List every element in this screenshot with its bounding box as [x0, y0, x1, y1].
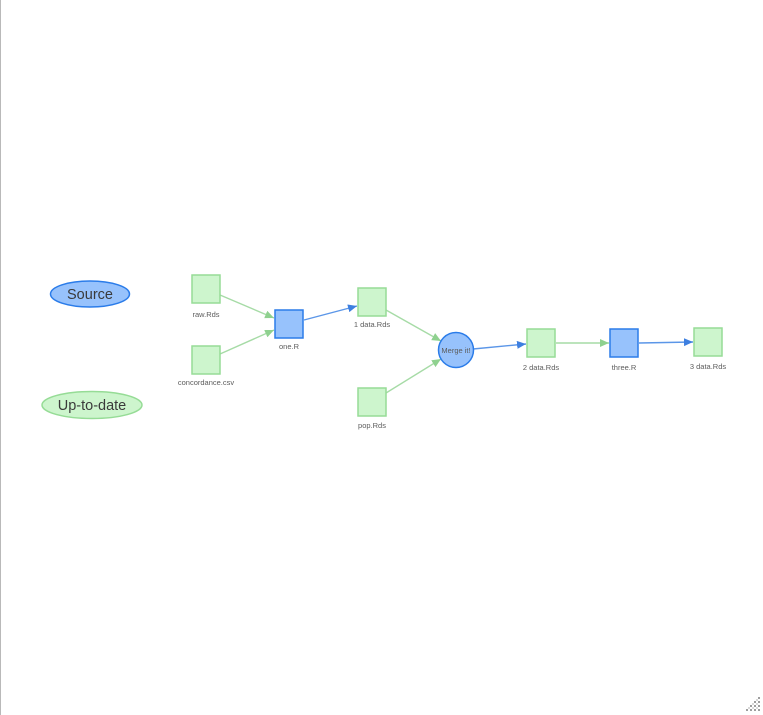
resize-grip-icon [746, 697, 760, 711]
edge-pop-rds-to-merge-it [385, 358, 442, 394]
node-circle[interactable] [437, 331, 475, 369]
node-square[interactable] [191, 345, 221, 375]
node-merge-it[interactable]: Merge it! [437, 331, 475, 369]
node-label: 1 data.Rds [354, 320, 391, 329]
node-1-data-rds[interactable]: 1 data.Rds [354, 287, 391, 329]
edges [219, 294, 694, 394]
node-square[interactable] [274, 309, 304, 339]
node-label: pop.Rds [358, 421, 386, 430]
node-square[interactable] [357, 387, 387, 417]
node-label: one.R [279, 342, 300, 351]
legend-source-label: Source [67, 287, 113, 303]
node-label: 3 data.Rds [690, 362, 727, 371]
node-three-r[interactable]: three.R [609, 328, 639, 372]
node-label: 2 data.Rds [523, 363, 560, 372]
edge-three-r-to-3-data-rds [638, 338, 694, 347]
node-square[interactable] [693, 327, 723, 357]
node-2-data-rds[interactable]: 2 data.Rds [523, 328, 560, 372]
node-label: three.R [612, 363, 637, 372]
edge-one-r-to-1-data-rds [303, 304, 358, 321]
node-label: raw.Rds [192, 310, 219, 319]
node-pop-rds[interactable]: pop.Rds [357, 387, 387, 430]
node-one-r[interactable]: one.R [274, 309, 304, 351]
edge-concordance-csv-to-one-r [219, 329, 275, 355]
node-square[interactable] [526, 328, 556, 358]
legend-item-source: Source [49, 280, 131, 308]
node-label: Merge it! [441, 346, 470, 355]
legend-up-to-date-label: Up-to-date [58, 398, 127, 414]
node-square[interactable] [191, 274, 221, 304]
node-3-data-rds[interactable]: 3 data.Rds [690, 327, 727, 371]
edge-1-data-rds-to-merge-it [385, 309, 442, 342]
node-square[interactable] [357, 287, 387, 317]
legend-source-ellipse [49, 280, 131, 308]
node-label: concordance.csv [178, 378, 235, 387]
nodes: raw.Rds concordance.csv one.R 1 data.Rds… [178, 274, 727, 430]
node-concordance-csv[interactable]: concordance.csv [178, 345, 235, 387]
node-raw-rds[interactable]: raw.Rds [191, 274, 221, 319]
edge-raw-rds-to-one-r [219, 294, 275, 319]
legend-up-to-date-ellipse [41, 390, 143, 420]
resize-handle[interactable] [745, 696, 762, 713]
legend: Source Up-to-date [41, 280, 143, 420]
edge-merge-it-to-2-data-rds [472, 340, 527, 350]
node-square[interactable] [609, 328, 639, 358]
legend-item-up-to-date: Up-to-date [41, 390, 143, 420]
